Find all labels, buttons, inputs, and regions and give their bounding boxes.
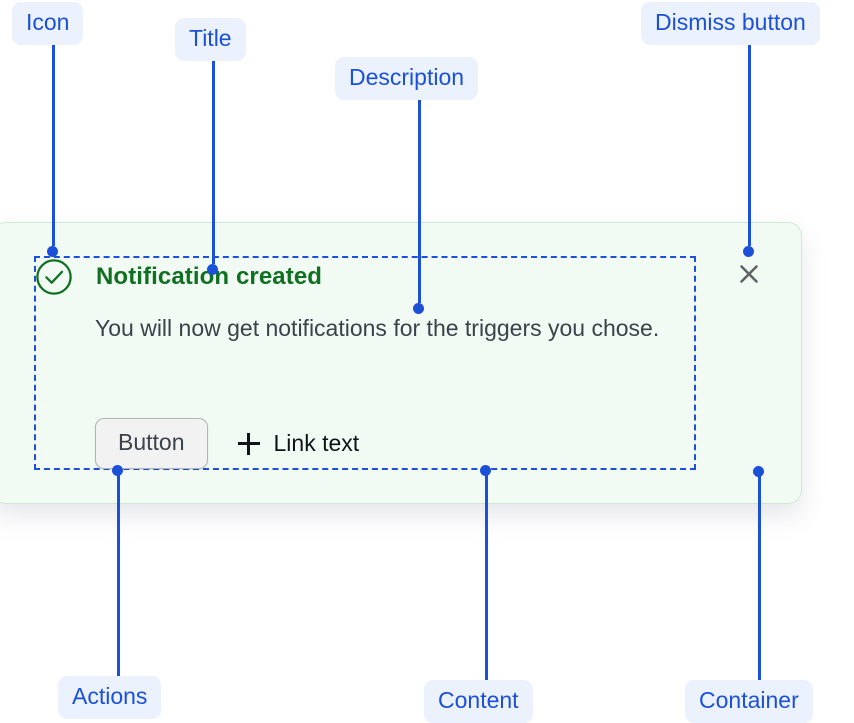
check-circle-icon bbox=[35, 258, 73, 296]
annotation-label-title: Title bbox=[175, 18, 246, 61]
action-button[interactable]: Button bbox=[95, 418, 208, 469]
leader-line bbox=[212, 60, 215, 264]
annotation-label-dismiss-button: Dismiss button bbox=[641, 2, 820, 45]
leader-line bbox=[758, 471, 761, 680]
leader-dot bbox=[413, 303, 424, 314]
notification-actions: Button Link text bbox=[95, 418, 359, 469]
dismiss-button[interactable] bbox=[733, 258, 765, 290]
annotation-label-container: Container bbox=[685, 680, 813, 723]
leader-line bbox=[52, 44, 55, 246]
leader-dot bbox=[112, 465, 123, 476]
leader-dot bbox=[47, 246, 58, 257]
leader-dot bbox=[480, 465, 491, 476]
content-region-outline bbox=[34, 256, 696, 470]
plus-icon bbox=[237, 432, 260, 455]
action-link-label: Link text bbox=[273, 430, 360, 456]
leader-line bbox=[485, 470, 488, 680]
annotation-label-description: Description bbox=[335, 57, 479, 100]
leader-line bbox=[748, 44, 751, 246]
action-link[interactable]: Link text bbox=[237, 430, 360, 457]
leader-line bbox=[117, 470, 120, 676]
leader-dot bbox=[753, 466, 764, 477]
leader-line bbox=[418, 99, 421, 303]
leader-dot bbox=[743, 246, 754, 257]
annotation-label-icon: Icon bbox=[12, 2, 84, 45]
annotation-label-actions: Actions bbox=[58, 676, 162, 719]
annotation-label-content: Content bbox=[424, 680, 533, 723]
leader-dot bbox=[207, 264, 218, 275]
notification-description: You will now get notifications for the t… bbox=[95, 315, 660, 341]
